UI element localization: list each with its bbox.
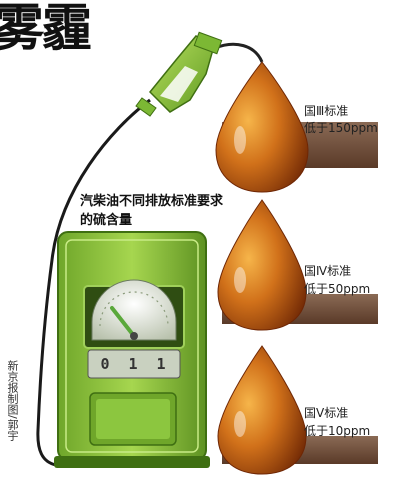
image-credit: 新京报制图/郭宇 (6, 360, 19, 441)
standard-2-name: 国Ⅳ标准 (304, 264, 352, 278)
diagram-caption: 汽柴油不同排放标准要求的硫含量 (80, 194, 224, 228)
standard-1-limit: 低于150ppm (304, 121, 378, 135)
fuel-nozzle (135, 31, 223, 117)
page-title: 雾霾 (0, 0, 92, 57)
nozzle-to-drop-line (214, 42, 264, 63)
gauge-dial (91, 279, 177, 341)
standard-1-name: 国Ⅲ标准 (304, 104, 349, 118)
oil-drop-3 (217, 345, 307, 475)
fuel-hose (36, 98, 151, 467)
counter-digit-3: 1 (156, 355, 166, 373)
oil-drop-1 (215, 61, 309, 193)
oil-drop-2 (217, 199, 307, 331)
counter-digit-2: 1 (128, 355, 138, 373)
gauge-needle (110, 306, 136, 338)
counter-digit-1: 0 (100, 355, 110, 373)
standard-2-limit: 低于50ppm (304, 282, 371, 296)
fuel-pump (54, 231, 210, 468)
standard-3-name: 国Ⅴ标准 (304, 406, 349, 420)
standard-3-limit: 低于10ppm (304, 424, 371, 438)
